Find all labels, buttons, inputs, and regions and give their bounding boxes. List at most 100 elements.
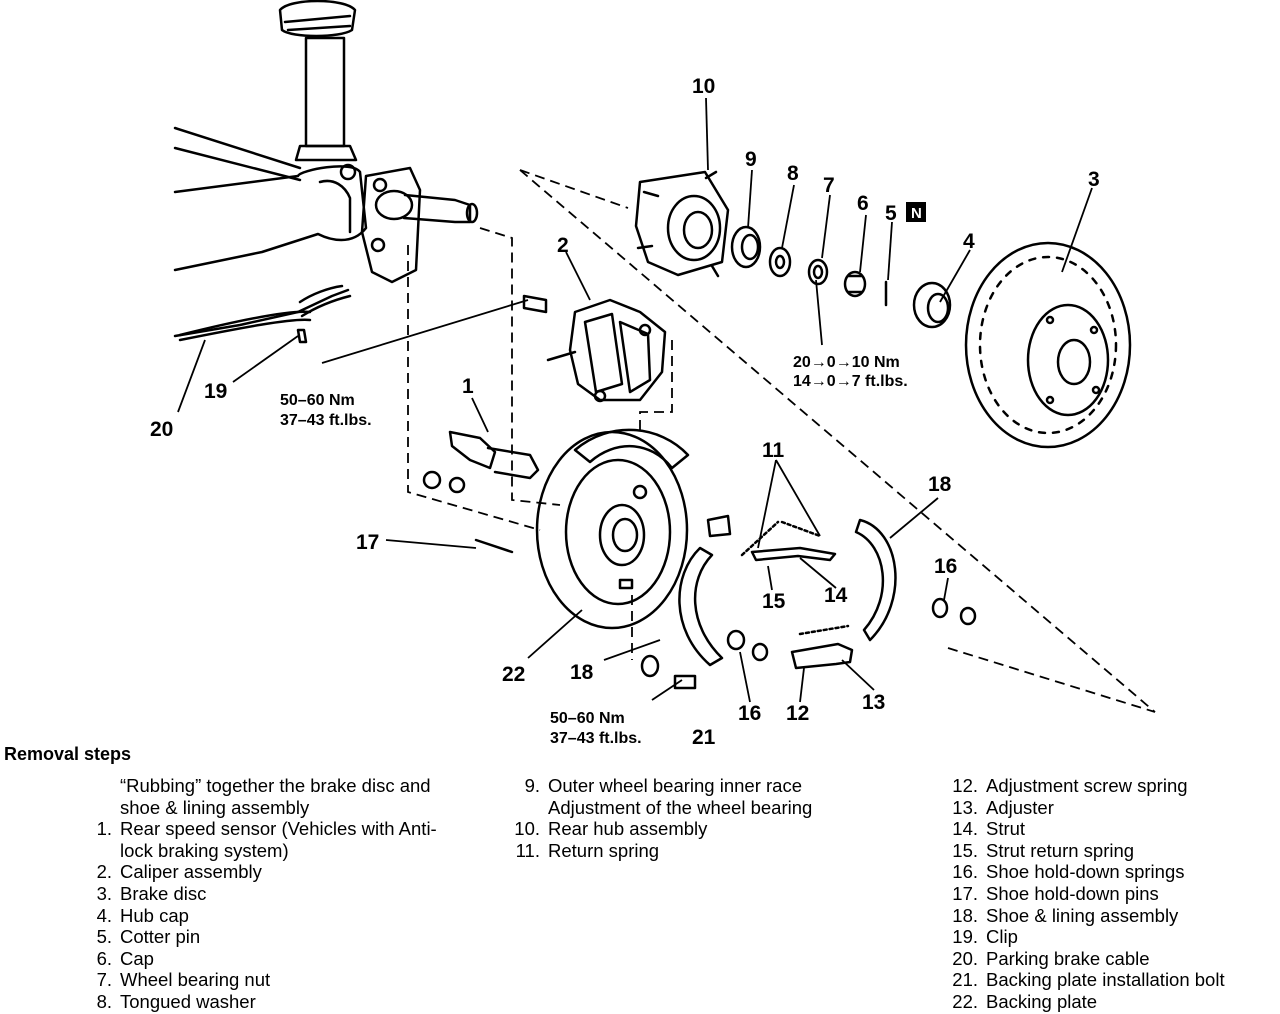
legend-item-text: Caliper assembly [120, 861, 262, 883]
legend-item-text: “Rubbing” together the brake disc and [120, 775, 431, 796]
tongued-washer [768, 246, 792, 278]
legend-item-text: Wheel bearing nut [120, 969, 271, 991]
legend-item: 19.Clip [944, 926, 1225, 948]
callout-2: 2 [557, 234, 569, 257]
callout-3: 3 [1088, 168, 1100, 191]
callout-18-lower: 18 [570, 661, 594, 684]
legend-item: shoe & lining assembly [78, 797, 437, 819]
legend-item-number: 20. [952, 947, 978, 969]
legend-item-number: 13. [952, 796, 978, 818]
legend-item-number: 19. [952, 926, 978, 948]
exploded-brake-diagram: N 1 2 3 4 5 6 7 8 9 10 11 12 13 14 15 16… [150, 0, 1156, 745]
suspension-arm [173, 126, 368, 342]
legend-item: 9. Outer wheel bearing inner race [506, 775, 812, 797]
legend-item-number: 7. [96, 969, 112, 991]
torque-plate-ftlbs: 37–43 ft.lbs. [550, 730, 642, 745]
legend-item: lock braking system) [78, 840, 437, 862]
legend-item: 22. Backing plate [944, 991, 1225, 1013]
legend-item-text: Backing plate installation bolt [986, 969, 1225, 991]
legend-item: 14.Strut [944, 818, 1225, 840]
legend-item-number: 4. [96, 904, 112, 926]
legend-item-number [506, 797, 548, 819]
legend-item-number: 22. [952, 990, 978, 1012]
caliper-assembly [522, 294, 667, 403]
legend-item-number: 6. [96, 947, 112, 969]
legend-item-text: shoe & lining assembly [120, 796, 310, 818]
legend-item-number: 9. [524, 775, 540, 796]
legend-item: 16.Shoe hold-down springs [944, 861, 1225, 883]
legend-item-text: Cap [120, 947, 154, 969]
legend-title: Removal steps [4, 744, 132, 764]
strut [750, 546, 837, 562]
legend-item-text: Brake disc [120, 882, 207, 904]
legend-item-number [78, 797, 120, 819]
callout-21: 21 [692, 726, 716, 745]
torque-caliper-ftlbs: 37–43 ft.lbs. [280, 412, 372, 429]
new-part-badge [906, 202, 926, 222]
wheel-bearing [730, 225, 762, 269]
hub-cap [912, 281, 952, 329]
legend-item: 18. Shoe & lining assembly [944, 905, 1225, 927]
legend-item-text: Tongued washer [120, 990, 256, 1012]
legend-item-text: Parking brake cable [986, 947, 1150, 969]
callout-13: 13 [862, 691, 885, 714]
legend-item: 20. Parking brake cable [944, 948, 1225, 970]
legend-item: 6. Cap [78, 948, 437, 970]
callout-16-upper: 16 [934, 555, 957, 578]
callout-18-upper: 18 [928, 473, 952, 496]
adjuster [790, 642, 854, 670]
legend-item-number: 15. [952, 839, 978, 861]
brake-disc [964, 241, 1132, 449]
legend-item-text: Adjuster [986, 796, 1054, 818]
callout-4: 4 [963, 230, 975, 253]
legend-item-number: 11. [515, 839, 540, 861]
legend-item-text: Cotter pin [120, 926, 201, 948]
backing-plate-bolt [640, 654, 697, 690]
legend-item-text: Outer wheel bearing inner race [548, 775, 803, 796]
legend-item-number: 18. [952, 904, 978, 926]
callout-17: 17 [356, 531, 379, 554]
legend-item-text: Adjustment screw spring [986, 775, 1188, 796]
callout-14: 14 [824, 584, 848, 607]
legend-item-number: 8. [96, 990, 112, 1012]
new-part-badge-label: N [911, 205, 922, 222]
legend-item-number: 5. [96, 926, 112, 948]
legend-item: 12.Adjustment screw spring [944, 775, 1225, 797]
legend-item: 5. Cotter pin [78, 926, 437, 948]
steering-knuckle [360, 166, 479, 284]
legend-item: 7. Wheel bearing nut [78, 969, 437, 991]
legend-item: 21. Backing plate installation bolt [944, 969, 1225, 991]
callout-12: 12 [786, 702, 809, 725]
legend-item: “Rubbing” together the brake disc and [78, 775, 437, 797]
callout-7: 7 [823, 174, 835, 197]
shoe-lining-left [678, 514, 732, 667]
speed-sensor [422, 430, 540, 494]
callout-5: 5 [885, 202, 897, 225]
callout-11: 11 [762, 439, 785, 462]
legend-item-text: Shoe hold-down pins [986, 882, 1159, 904]
legend-item-number: 1. [96, 818, 112, 840]
adjustment-screw-spring [798, 624, 850, 636]
legend-item-text: Adjustment of the wheel bearing [548, 796, 813, 818]
parking-brake-cable [173, 284, 352, 344]
torque-hub-nut-ftlbs: 14→0→7 ft.lbs. [793, 373, 908, 390]
callout-19: 19 [204, 380, 227, 403]
legend-item-text: Shoe & lining assembly [986, 904, 1179, 926]
legend-item-text: Return spring [548, 839, 660, 861]
legend-item: 8. Tongued washer [78, 991, 437, 1013]
legend-item: 1.Rear speed sensor (Vehicles with Anti- [78, 818, 437, 840]
legend-item: 11. Return spring [506, 840, 812, 862]
legend-item: Adjustment of the wheel bearing [506, 797, 812, 819]
callout-15: 15 [762, 590, 786, 613]
legend-item-text: Backing plate [986, 990, 1098, 1012]
hold-down-springs [726, 597, 977, 662]
legend-item-number: 17. [952, 882, 978, 904]
legend-item-number: 21. [952, 969, 978, 991]
callout-20: 20 [150, 418, 173, 441]
legend-item: 2.Caliper assembly [78, 861, 437, 883]
backing-plate [535, 428, 690, 630]
legend-item-text: Rear hub assembly [548, 818, 708, 840]
callout-6: 6 [857, 192, 869, 215]
cap [843, 270, 867, 298]
